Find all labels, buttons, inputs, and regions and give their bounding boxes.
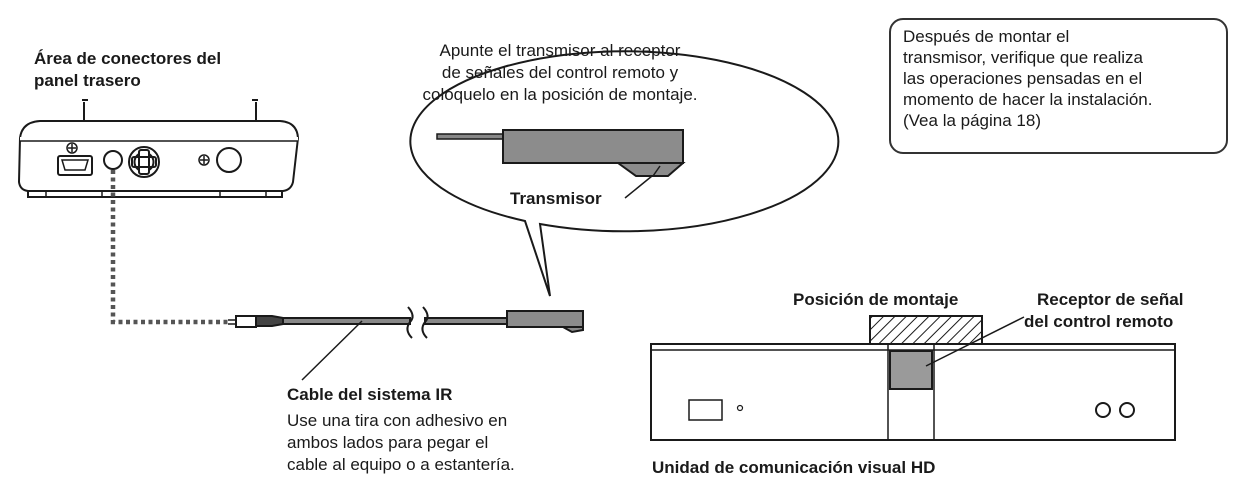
- unit-name-label: Unidad de comunicación visual HD: [652, 458, 936, 477]
- receiver-label-line1: Receptor de señal: [1037, 290, 1184, 309]
- note-line2: transmisor, verifique que realiza: [903, 48, 1144, 67]
- cable-leader-line: [301, 320, 363, 381]
- bubble-text-line3: colóquelo en la posición de montaje.: [422, 85, 698, 104]
- transmitter-label: Transmisor: [510, 189, 602, 208]
- note-line5: (Vea la página 18): [903, 111, 1041, 130]
- verification-note: Después de montar el transmisor, verifiq…: [889, 18, 1228, 154]
- bubble-text-line2: de señales del control remoto y: [441, 63, 679, 82]
- hd-visual-unit: [650, 315, 1176, 441]
- cable-title: Cable del sistema IR: [287, 385, 453, 404]
- hdmi-port: [57, 155, 93, 176]
- note-line1: Después de montar el: [903, 27, 1070, 46]
- cable-route-dotted: [110, 170, 228, 325]
- rear-panel-label-line2: panel trasero: [34, 71, 141, 90]
- bubble-text-line1: Apunte el transmisor al receptor: [439, 41, 681, 60]
- screw-icon: [66, 142, 78, 154]
- round-connector: [128, 146, 160, 178]
- cable-note-line3: cable al equipo o a estantería.: [287, 455, 515, 474]
- ir-jack: [103, 150, 123, 170]
- screw-icon-right: [198, 154, 210, 166]
- rear-panel-device: [17, 99, 300, 198]
- transmitter-illustration: [436, 129, 686, 199]
- cable-note-line1: Use una tira con adhesivo en: [287, 411, 508, 430]
- ir-cable: [228, 306, 584, 339]
- mount-position-label: Posición de montaje: [793, 290, 959, 309]
- instruction-bubble: [409, 50, 840, 297]
- power-connector: [216, 147, 242, 173]
- cable-note-line2: ambos lados para pegar el: [287, 433, 489, 452]
- receiver-label-line2: del control remoto: [1024, 312, 1174, 331]
- rear-panel-label-line1: Área de conectores del: [34, 49, 222, 68]
- note-line3: las operaciones pensadas en el: [903, 69, 1143, 88]
- note-line4: momento de hacer la instalación.: [903, 90, 1153, 109]
